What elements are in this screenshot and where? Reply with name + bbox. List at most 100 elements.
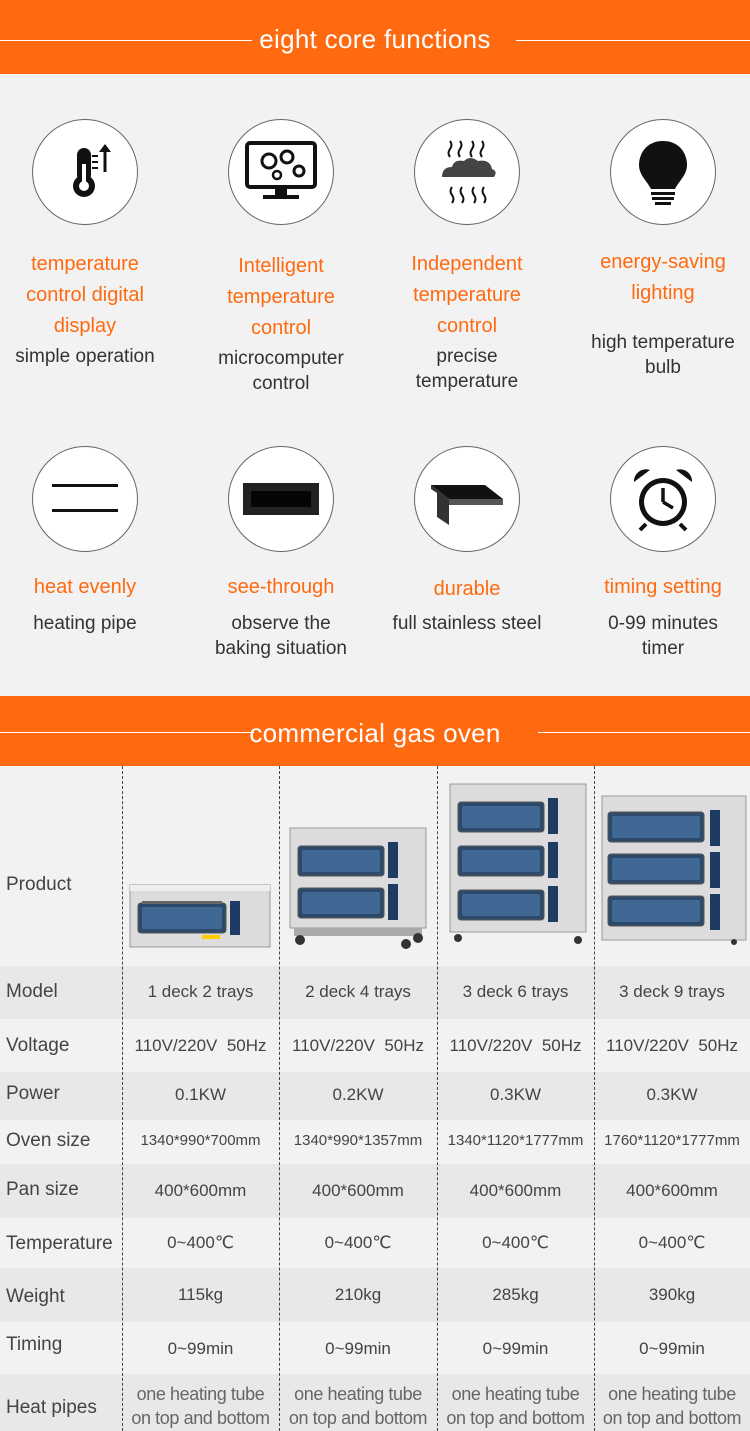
heat-pipes-cell: one heating tube on top and bottom: [288, 1384, 428, 1428]
row-bg-power: [0, 1072, 750, 1120]
banner-line-right: [516, 40, 750, 41]
functions-banner: eight core functions: [0, 0, 750, 74]
oven-banner: commercial gas oven: [0, 696, 750, 766]
weight-cell: 285kg: [492, 1285, 539, 1304]
row-label-temperature: Temperature: [6, 1233, 113, 1254]
model-cell: 1 deck 2 trays: [147, 982, 254, 1001]
feature-title: timing setting: [604, 576, 722, 598]
heat-pipes-cell: one heating tube on top and bottom: [446, 1384, 585, 1428]
feature-desc: simple operation: [15, 346, 155, 367]
row-label-weight: Weight: [6, 1286, 65, 1307]
voltage-cell: 110V/220V 50Hz: [134, 1036, 267, 1055]
features-section: temperature control digital display simp…: [0, 74, 750, 696]
weight-cell: 115kg: [177, 1285, 224, 1304]
row-label-pan-size: Pan size: [6, 1179, 79, 1200]
light-bulb-icon: [610, 119, 716, 225]
row-label-timing: Timing: [6, 1334, 63, 1355]
power-cell: 0.3KW: [489, 1085, 542, 1104]
pan-size-cell: 400*600mm: [469, 1181, 562, 1200]
computer-gears-icon: [228, 119, 334, 225]
column-divider: [122, 766, 123, 1431]
power-cell: 0.2KW: [332, 1085, 384, 1104]
alarm-clock-icon: [610, 446, 716, 552]
feature-energy-saving: energy-saving lighting high temperature …: [568, 119, 750, 380]
feature-durable: durable full stainless steel: [372, 446, 562, 636]
oven-size-cell: 1340*990*700mm: [140, 1132, 261, 1149]
banner-line-left: [0, 732, 254, 733]
feature-intelligent-control: Intelligent temperature control microcom…: [186, 119, 376, 396]
model-cell: 3 deck 9 trays: [619, 982, 725, 1001]
functions-title: eight core functions: [259, 23, 491, 54]
oven-title: commercial gas oven: [249, 717, 501, 748]
row-bg-heatpipes: [0, 1374, 750, 1431]
oven-1deck-image: [129, 884, 271, 948]
column-divider: [279, 766, 280, 1431]
feature-see-through: see-through observe the baking situation: [186, 446, 376, 661]
timing-cell: 0~99min: [167, 1339, 234, 1358]
row-bg-pansize: [0, 1164, 750, 1218]
feature-temperature-display: temperature control digital display simp…: [0, 119, 180, 369]
feature-title: Independent temperature control: [411, 253, 523, 337]
feature-heat-evenly: heat evenly heating pipe: [0, 446, 180, 636]
power-cell: 0.3KW: [646, 1085, 698, 1104]
feature-desc: high temperature bulb: [591, 332, 735, 378]
pan-size-cell: 400*600mm: [154, 1181, 247, 1200]
feature-title: energy-saving lighting: [600, 251, 726, 304]
feature-timing: timing setting 0-99 minutes timer: [568, 446, 750, 661]
heating-pipe-icon: [32, 446, 138, 552]
feature-desc: observe the baking situation: [214, 613, 348, 659]
row-label-oven-size: Oven size: [6, 1130, 91, 1151]
feature-title: Intelligent temperature control: [227, 255, 335, 339]
glass-window-icon: [228, 446, 334, 552]
pan-size-cell: 400*600mm: [312, 1181, 404, 1200]
thermometer-icon: [32, 119, 138, 225]
column-divider: [594, 766, 595, 1431]
temperature-cell: 0~400℃: [167, 1233, 234, 1252]
oven-size-cell: 1340*1120*1777mm: [447, 1132, 584, 1149]
row-bg-model: [0, 966, 750, 1019]
temperature-cell: 0~400℃: [638, 1233, 706, 1252]
oven-size-cell: 1340*990*1357mm: [293, 1132, 423, 1149]
heat-pipes-cell: one heating tube on top and bottom: [131, 1384, 270, 1428]
row-label-voltage: Voltage: [6, 1035, 70, 1056]
feature-desc: microcomputer control: [218, 348, 344, 394]
weight-cell: 210kg: [334, 1285, 382, 1304]
feature-title: see-through: [227, 576, 335, 598]
voltage-cell: 110V/220V 50Hz: [449, 1036, 582, 1055]
voltage-cell: 110V/220V 50Hz: [292, 1036, 424, 1055]
temperature-cell: 0~400℃: [324, 1233, 392, 1252]
feature-title: temperature control digital display: [26, 253, 144, 337]
banner-line-right: [538, 732, 750, 733]
voltage-cell: 110V/220V 50Hz: [606, 1036, 738, 1055]
row-label-model: Model: [6, 981, 58, 1002]
feature-desc: heating pipe: [33, 613, 137, 634]
row-label-heat-pipes: Heat pipes: [6, 1397, 97, 1418]
model-cell: 3 deck 6 trays: [462, 982, 569, 1001]
weight-cell: 390kg: [648, 1285, 696, 1304]
banner-line-left: [0, 40, 252, 41]
oven-size-cell: 1760*1120*1777mm: [604, 1132, 740, 1149]
feature-independent-control: Independent temperature control precise …: [372, 119, 562, 394]
temperature-cell: 0~400℃: [482, 1233, 549, 1252]
stainless-steel-icon: [414, 446, 520, 552]
pan-size-cell: 400*600mm: [626, 1181, 718, 1200]
feature-desc: full stainless steel: [392, 613, 542, 634]
row-label-product: Product: [6, 874, 72, 895]
oven-3deck-9tray-image: [601, 795, 747, 945]
timing-cell: 0~99min: [639, 1339, 705, 1358]
feature-title: durable: [433, 578, 501, 600]
timing-cell: 0~99min: [325, 1339, 391, 1358]
column-divider: [437, 766, 438, 1431]
model-cell: 2 deck 4 trays: [305, 982, 411, 1001]
row-bg-weight: [0, 1268, 750, 1322]
feature-desc: precise temperature: [415, 346, 519, 392]
spec-table: Product: [0, 766, 750, 1431]
power-cell: 0.1KW: [174, 1085, 227, 1104]
oven-2deck-image: [289, 827, 427, 949]
heat-flow-icon: [414, 119, 520, 225]
oven-3deck-6tray-image: [449, 783, 587, 944]
timing-cell: 0~99min: [482, 1339, 549, 1358]
heat-pipes-cell: one heating tube on top and bottom: [602, 1384, 742, 1428]
feature-desc: 0-99 minutes timer: [608, 613, 718, 659]
row-label-power: Power: [6, 1083, 60, 1104]
